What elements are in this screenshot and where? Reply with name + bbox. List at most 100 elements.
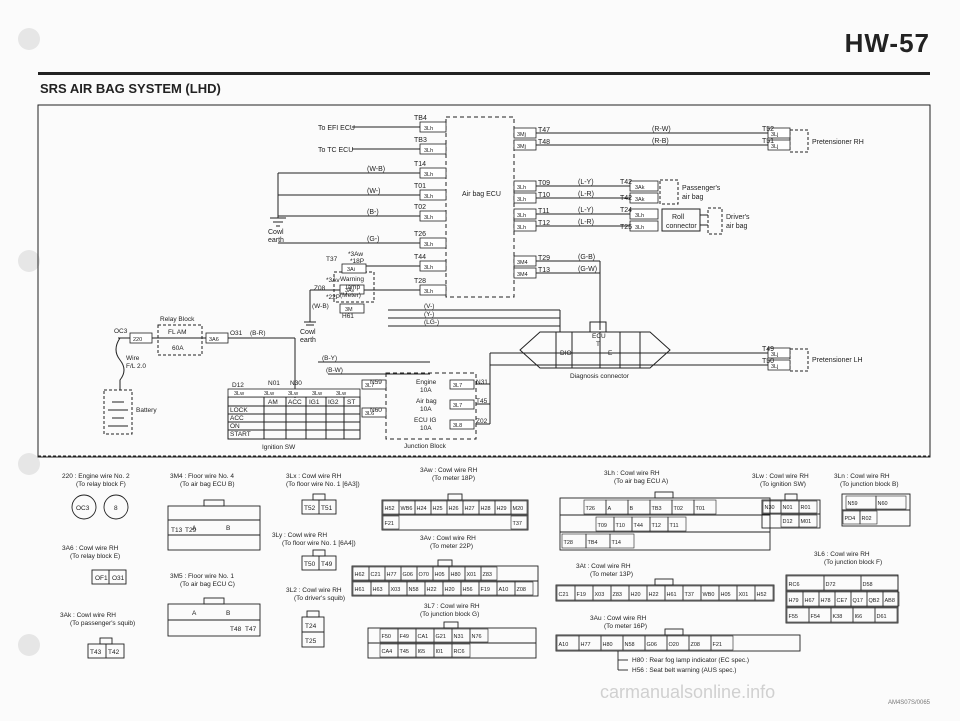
connector-cell-label: G06 bbox=[647, 642, 657, 648]
connector-cell-label: Z08 bbox=[691, 642, 700, 648]
connector-cell-label: H62 bbox=[355, 572, 365, 578]
pin-label: TB3 bbox=[414, 137, 427, 144]
terminal-label: 3M4 bbox=[517, 260, 528, 266]
roll-connector-label: Roll bbox=[672, 214, 685, 221]
ign-col-label: ST bbox=[347, 399, 355, 406]
connector-cell-label: N30 bbox=[765, 505, 775, 511]
fuse-label: ECU IG bbox=[414, 417, 436, 424]
connector-pin: A bbox=[192, 610, 197, 617]
roll-connector-label: connector bbox=[666, 223, 697, 230]
connector-cell-label: X03 bbox=[391, 587, 401, 593]
connector-cell-label: H52 bbox=[385, 506, 395, 512]
terminal-label: 3L8 bbox=[453, 423, 462, 429]
cowl-earth-label: Cowl bbox=[268, 229, 284, 236]
connector-caption: 3At : Cowl wire RH bbox=[576, 563, 631, 570]
cowl-earth-label: earth bbox=[300, 337, 316, 344]
pin-label: N60 bbox=[370, 407, 382, 414]
terminal-label: 3Ak bbox=[635, 197, 645, 203]
connector-cell-label: N60 bbox=[878, 501, 888, 507]
pretensioner-rh-label: Pretensioner RH bbox=[812, 139, 864, 146]
connector-caption: (To junction block F) bbox=[824, 559, 882, 566]
connector-pin: OF1 bbox=[95, 575, 108, 582]
connector-caption: (To floor wire No. 1 [6A4]) bbox=[282, 540, 356, 547]
connector-cell-label: F19 bbox=[577, 592, 586, 598]
terminal-label: 3Lh bbox=[517, 197, 526, 203]
connector-cell-label: H79 bbox=[789, 598, 799, 604]
connector-caption: 3Ak : Cowl wire RH bbox=[60, 612, 116, 619]
connector-caption: (To ignition SW) bbox=[760, 481, 806, 488]
to-efi-label: To EFI ECU bbox=[318, 125, 355, 132]
connector-caption: (To meter 16P) bbox=[604, 623, 647, 630]
fuse-label: FL AM bbox=[168, 329, 187, 336]
connector-caption: (To meter 18P) bbox=[432, 475, 475, 482]
connector-cell bbox=[693, 499, 717, 515]
connector-cell-label: N31 bbox=[454, 634, 464, 640]
pin-label: TB4 bbox=[414, 115, 427, 122]
connector-cell-label: X03 bbox=[595, 592, 605, 598]
cowl-earth-label: Cowl bbox=[300, 329, 316, 336]
pin-label: N59 bbox=[370, 379, 382, 386]
wire-label: (L-Y) bbox=[578, 207, 594, 214]
diagnosis-connector-shape bbox=[519, 331, 671, 369]
connector-cell-label: H28 bbox=[481, 506, 491, 512]
connector-cell-label: TB3 bbox=[652, 506, 662, 512]
connector-cell-label: F19 bbox=[481, 587, 490, 593]
wire-label: (G-) bbox=[367, 236, 379, 243]
connector-caption: 220 : Engine wire No. 2 bbox=[62, 473, 130, 480]
terminal-label: 3Mj bbox=[517, 132, 526, 138]
pin-label: T49 bbox=[762, 346, 774, 353]
connector-cell-label: F21 bbox=[385, 521, 394, 527]
wire-label: (V-) bbox=[424, 303, 434, 310]
terminal-label: 3Lw bbox=[336, 391, 346, 397]
connector-cell-label: K38 bbox=[833, 614, 843, 620]
pin-label: T11 bbox=[538, 208, 550, 215]
connector-cell-label: T01 bbox=[696, 506, 705, 512]
connector-cell-label: H77 bbox=[387, 572, 397, 578]
connector-cell-label: H25 bbox=[433, 506, 443, 512]
connector-cell-label: H52 bbox=[757, 592, 767, 598]
terminal-label: 3Lh bbox=[517, 213, 526, 219]
connector-cell-label: N59 bbox=[848, 501, 858, 507]
connector-ref: *3Av bbox=[326, 277, 340, 284]
diag-pin-e: E bbox=[608, 350, 613, 357]
connector-cell-label: F54 bbox=[811, 614, 820, 620]
pin-label: T24 bbox=[620, 207, 632, 214]
terminal-label: 3Lh bbox=[424, 265, 433, 271]
wire-label: (Y-) bbox=[424, 311, 434, 318]
terminal-label: 3Lh bbox=[424, 242, 433, 248]
connector-cell bbox=[514, 581, 534, 596]
passenger-airbag-label: Passenger's bbox=[682, 185, 721, 192]
connector-cell-label: N76 bbox=[472, 634, 482, 640]
connector-cell-label: T10 bbox=[616, 523, 625, 529]
connector-caption: 3Lw : Cowl wire RH bbox=[752, 473, 809, 480]
wire-label: (R-B) bbox=[652, 138, 669, 145]
connector-cell-label: Z08 bbox=[517, 587, 526, 593]
pin-label: T37 bbox=[326, 256, 338, 263]
connector-cell-label: CE7 bbox=[837, 598, 848, 604]
connector-cell-label: H26 bbox=[449, 506, 459, 512]
page-title: SRS AIR BAG SYSTEM (LHD) bbox=[40, 81, 221, 96]
wire-label: (LG-) bbox=[424, 319, 439, 326]
wire-label: (L-Y) bbox=[578, 179, 594, 186]
connector-cell bbox=[480, 566, 498, 581]
header-rule bbox=[38, 72, 930, 75]
connector-caption: 3Av : Cowl wire RH bbox=[420, 535, 476, 542]
airbag-ecu-box bbox=[445, 116, 515, 298]
connector-cell-label: T12 bbox=[652, 523, 661, 529]
terminal-label: 3Lh bbox=[424, 289, 433, 295]
connector-caption: (To air bag ECU A) bbox=[614, 478, 668, 485]
connector-cell-label: C21 bbox=[371, 572, 381, 578]
connector-pin: T25 bbox=[305, 638, 317, 645]
terminal-label: 3Lj bbox=[771, 352, 778, 358]
terminal-label: 3Lw bbox=[312, 391, 322, 397]
connector-cell-label: T26 bbox=[586, 506, 595, 512]
pin-label: N30 bbox=[290, 380, 302, 387]
connector-cell-label: Z83 bbox=[483, 572, 492, 578]
connector-cell-label: H67 bbox=[805, 598, 815, 604]
fusible-link-label: Wire bbox=[126, 355, 140, 362]
connector-cell-label: H05 bbox=[435, 572, 445, 578]
terminal-label: 3Mj bbox=[517, 144, 526, 150]
fuse-label: Air bag bbox=[416, 398, 437, 405]
driver-airbag-label: Driver's bbox=[726, 214, 750, 221]
